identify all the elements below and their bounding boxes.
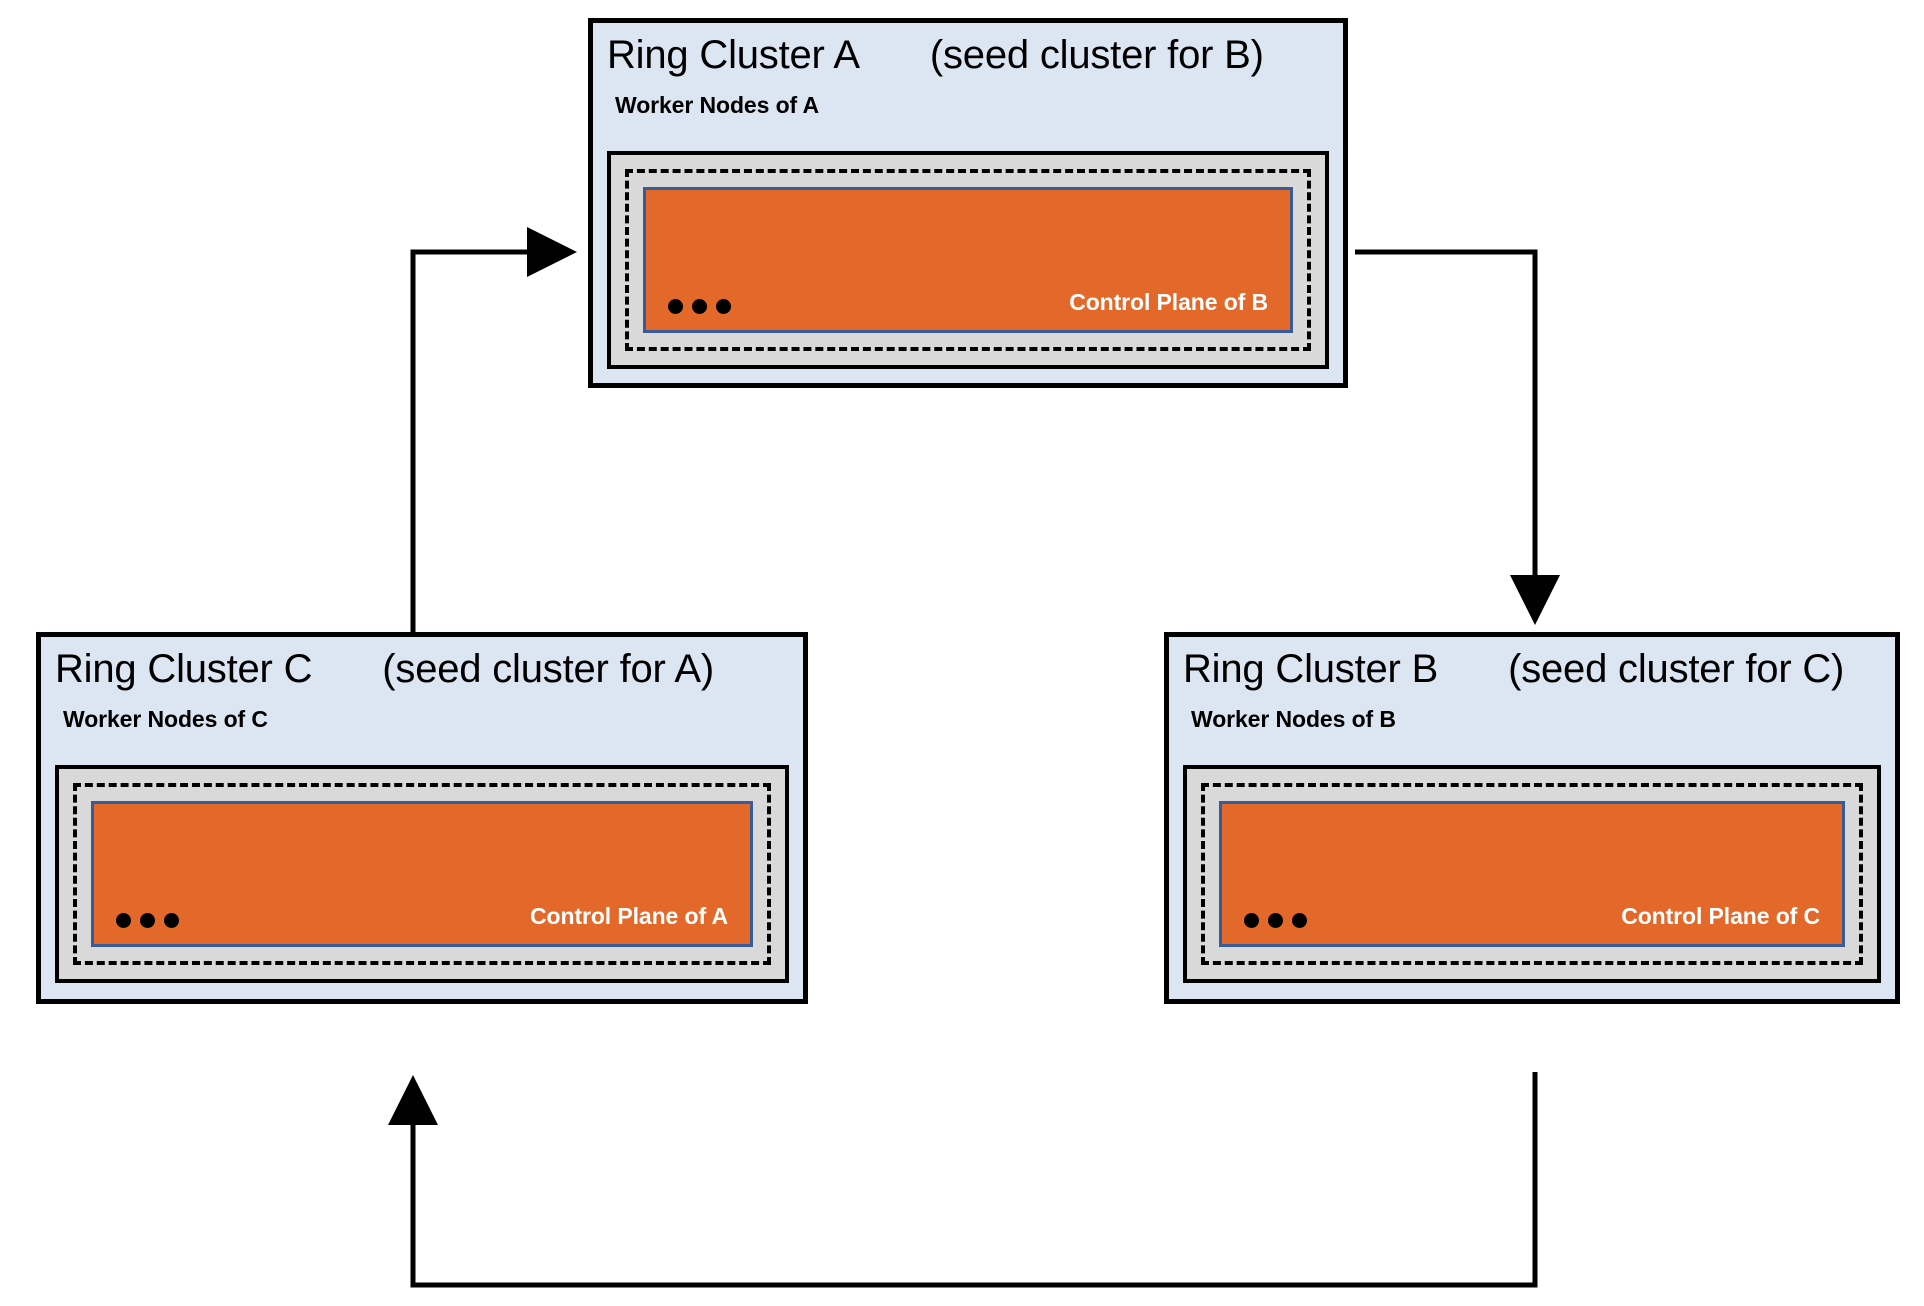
cluster-a-worker-frame: Control Plane of B	[607, 151, 1329, 369]
cluster-a-control-plane[interactable]: Control Plane of B	[643, 187, 1293, 333]
cluster-b-worker-frame: Control Plane of C	[1183, 765, 1881, 983]
cluster-a-title-row: Ring Cluster A (seed cluster for B)	[593, 23, 1343, 78]
dot-icon	[1244, 913, 1259, 928]
cluster-c-worker-frame: Control Plane of A	[55, 765, 789, 983]
cluster-a[interactable]: Ring Cluster A (seed cluster for B) Work…	[588, 18, 1348, 388]
cluster-c-control-plane[interactable]: Control Plane of A	[91, 801, 753, 947]
dot-icon	[116, 913, 131, 928]
dot-icon	[692, 299, 707, 314]
cluster-a-ellipsis-icon	[668, 299, 731, 314]
dot-icon	[716, 299, 731, 314]
cluster-a-control-plane-label: Control Plane of B	[1069, 289, 1268, 315]
cluster-c-worker-label: Worker Nodes of C	[63, 706, 268, 732]
cluster-c[interactable]: Ring Cluster C (seed cluster for A) Work…	[36, 632, 808, 1004]
cluster-a-worker-label: Worker Nodes of A	[615, 92, 820, 118]
cluster-a-seed-note: (seed cluster for B)	[929, 33, 1264, 77]
cluster-b-seed-note: (seed cluster for C)	[1508, 647, 1845, 691]
cluster-b-ellipsis-icon	[1244, 913, 1307, 928]
dot-icon	[1268, 913, 1283, 928]
cluster-a-title: Ring Cluster A	[607, 33, 860, 77]
cluster-b-dashed-region: Control Plane of C	[1201, 783, 1863, 965]
cluster-b-control-plane-label: Control Plane of C	[1621, 903, 1820, 929]
cluster-c-dashed-region: Control Plane of A	[73, 783, 771, 965]
dot-icon	[140, 913, 155, 928]
cluster-b-title: Ring Cluster B	[1183, 647, 1439, 691]
cluster-c-seed-note: (seed cluster for A)	[382, 647, 714, 691]
cluster-c-title: Ring Cluster C	[55, 647, 313, 691]
cluster-c-control-plane-label: Control Plane of A	[530, 903, 728, 929]
dot-icon	[1292, 913, 1307, 928]
cluster-b-control-plane[interactable]: Control Plane of C	[1219, 801, 1845, 947]
connector-b-to-c	[388, 1072, 1538, 1288]
cluster-c-title-row: Ring Cluster C (seed cluster for A)	[41, 637, 803, 692]
cluster-b-title-row: Ring Cluster B (seed cluster for C)	[1169, 637, 1895, 692]
dot-icon	[164, 913, 179, 928]
cluster-a-dashed-region: Control Plane of B	[625, 169, 1311, 351]
cluster-c-ellipsis-icon	[116, 913, 179, 928]
dot-icon	[668, 299, 683, 314]
connector-a-to-b	[1355, 249, 1560, 625]
cluster-b[interactable]: Ring Cluster B (seed cluster for C) Work…	[1164, 632, 1900, 1004]
cluster-b-worker-label: Worker Nodes of B	[1191, 706, 1396, 732]
